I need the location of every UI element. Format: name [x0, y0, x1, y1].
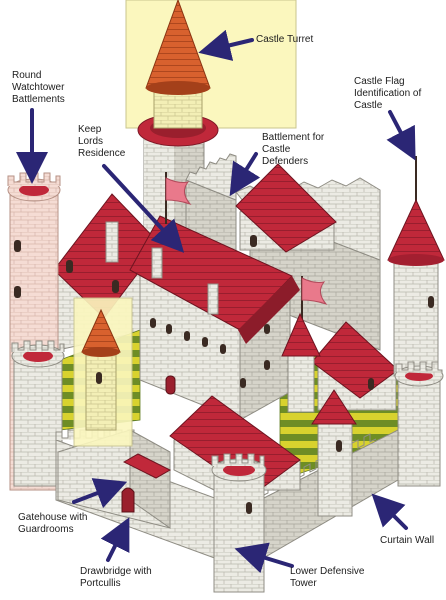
arrow-castle-turret: [198, 29, 254, 61]
left-lower-tower: [11, 340, 65, 487]
turret-highlight: [125, 0, 297, 129]
label-lower-tower: Lower Defensive Tower: [290, 566, 365, 589]
right-house: [235, 163, 337, 253]
arrow-drawbridge: [100, 517, 130, 562]
label-castle-turret: Castle Turret: [256, 34, 314, 45]
arrow-lower-tower: [234, 542, 294, 574]
label-drawbridge: Drawbridge with Portcullis: [80, 566, 152, 589]
arrow-battlement: [229, 152, 261, 197]
label-battlement: Battlement for Castle Defenders: [262, 132, 325, 167]
arrow-castle-flag: [386, 110, 416, 161]
arrow-gatehouse: [72, 478, 128, 509]
right-squat-tower: [394, 361, 444, 487]
arrow-keep: [102, 164, 185, 253]
right-flag-tower: [387, 156, 445, 377]
label-curtain-wall: Curtain Wall: [380, 535, 435, 546]
callout-arrows: [16, 29, 416, 574]
label-keep: Keep Lords Residence: [78, 124, 126, 159]
label-round-watchtower: Round Watchtower Battlements: [12, 70, 65, 105]
front-right-cone-tower: [311, 389, 357, 517]
inner-turret-highlight: [73, 297, 133, 447]
label-gatehouse: Gatehouse with Guardrooms: [18, 512, 88, 535]
label-castle-flag: Castle Flag Identification of Castle: [354, 76, 422, 111]
front-house: [169, 395, 301, 495]
small-cone-tower: [281, 312, 321, 413]
lower-defensive-tower: [211, 453, 267, 593]
castle-turret: [145, 0, 211, 129]
arrow-curtain-wall: [371, 493, 408, 530]
keep-flag: [165, 172, 328, 330]
right-building: [311, 321, 399, 411]
